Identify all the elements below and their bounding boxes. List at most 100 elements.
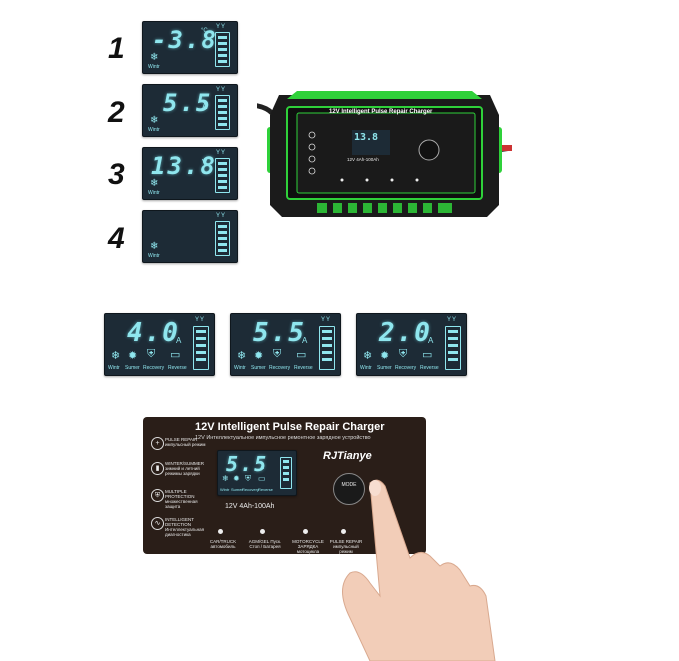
lcd-unit: A (176, 336, 182, 345)
snowflake-icon: ❄ (150, 115, 159, 126)
step-display-3: 13.8 V ❄ Wintr YY (142, 147, 238, 200)
mode-label-recovery: Recovery (269, 365, 291, 371)
mode-label: Wintr (148, 253, 160, 259)
mode-label-reverse: Reverse (168, 365, 187, 371)
feature-pulse-repair: PULSE REPAIR импульсный режим (165, 437, 206, 447)
panel-title: 12V Intelligent Pulse Repair Charger (195, 421, 385, 433)
snowflake-icon: ❄ (363, 350, 373, 362)
lcd-value: -3.8 (152, 26, 218, 54)
battery-indicator-label: YY (216, 150, 227, 156)
brand-logo: RJTianye (323, 450, 372, 462)
pulse-icon: + (151, 437, 164, 450)
lcd-unit: V (202, 158, 208, 167)
lcd-value: 2.0 (379, 318, 432, 348)
battery-indicator-label: YY (216, 213, 227, 219)
shield-icon: ⛨ (245, 474, 251, 483)
mode-label-recovery: Recovery (395, 365, 417, 371)
reverse-icon: ▭ (170, 349, 181, 361)
lcd-value: 5.5 (163, 89, 213, 117)
battery-icon (319, 326, 335, 370)
sun-icon: ✹ (128, 350, 138, 362)
battery-icon (215, 221, 230, 256)
mode-label-summer: Sumer (377, 365, 392, 371)
sun-icon: ✹ (254, 350, 264, 362)
shield-icon: ⛨ (147, 348, 156, 360)
mode-label-reverse: Reverse (258, 487, 273, 492)
battery-icon (445, 326, 461, 370)
panel-lcd: 5.5 A ❄ ✹ ⛨ ▭ Wintr Sumer Recovery Rever… (217, 450, 297, 496)
mode-label-summer: Sumer (231, 487, 243, 492)
snowflake-icon: ❄ (150, 178, 159, 189)
step-number-2: 2 (108, 96, 125, 129)
shield-icon: ⛨ (399, 348, 408, 360)
label-car-truck: CAR/TRUCK автомобиль (209, 539, 237, 549)
battery-indicator-label: YY (216, 24, 227, 30)
indicator-led-motorcycle (303, 529, 308, 534)
mode-label-winter: Wintr (360, 365, 372, 371)
sun-icon: ✹ (380, 350, 390, 362)
mode-label-winter: Wintr (220, 487, 230, 492)
mode-label-winter: Wintr (108, 365, 120, 371)
indicator-led-car (218, 529, 223, 534)
step-number-1: 1 (108, 32, 125, 65)
feature-multiple-protection: MULTIPLE PROTECTION множественная защита (165, 489, 198, 509)
step-display-2: 5.5 A ❄ Wintr YY (142, 84, 238, 137)
lcd-value: 13.8 (151, 152, 217, 180)
feature-winter-summer: WINTER/SUMMER зимний и летний режимы зар… (165, 461, 204, 476)
battery-icon (215, 32, 230, 67)
mode-display-3: 2.0 A ❄ ✹ ⛨ ▭ Wintr Sumer Recovery Rever… (356, 313, 467, 376)
panel-spec: 12V 4Ah-100Ah (225, 503, 275, 510)
reverse-icon: ▭ (296, 349, 307, 361)
lcd-value: 5.5 (226, 452, 269, 476)
mode-label-winter: Wintr (234, 365, 246, 371)
shield-icon: ⛨ (273, 348, 282, 360)
lcd-value: 4.0 (127, 318, 180, 348)
charger-lcd-value: 13.8 (354, 132, 379, 143)
mode-label: Wintr (148, 190, 160, 196)
mode-button-label: MODE (341, 482, 357, 488)
hand-illustration (342, 479, 496, 661)
lcd-unit: A (260, 465, 265, 471)
mode-label-reverse: Reverse (420, 365, 439, 371)
battery-icon (215, 158, 230, 193)
sun-icon: ✹ (233, 474, 240, 483)
reverse-icon: ▭ (422, 349, 433, 361)
battery-icon (193, 326, 209, 370)
reverse-icon: ▭ (258, 474, 266, 483)
mode-label-reverse: Reverse (294, 365, 313, 371)
battery-icon (280, 457, 292, 489)
snowflake-icon: ❄ (222, 474, 229, 483)
battery-indicator-label: YY (195, 317, 206, 323)
mode-button[interactable]: MODE (333, 473, 365, 505)
lcd-unit: °C (201, 28, 208, 34)
snowflake-icon: ❄ (150, 52, 159, 63)
mode-label-recovery: Recovery (143, 365, 165, 371)
battery-indicator-label: YY (447, 317, 458, 323)
charger-title: 12V Intelligent Pulse Repair Charger (329, 109, 433, 115)
mode-label-recovery: Recovery (242, 487, 259, 492)
step-display-1: -3.8 °C ❄ Wintr YY (142, 21, 238, 74)
battery-indicator-label: YY (321, 317, 332, 323)
lcd-value: 5.5 (253, 318, 306, 348)
charger-device: 12V Intelligent Pulse Repair Charger 13.… (236, 85, 520, 220)
panel-subtitle: 12V Интеллектуальное импульсное ремонтно… (195, 435, 371, 441)
label-pulse-repair: PULSE REPAIR импульсный режим (329, 539, 363, 554)
battery-indicator-label: YY (216, 87, 227, 93)
charger-spec: 12V 4Ah-100Ah (347, 157, 379, 162)
thermometer-icon: ▮ (151, 462, 164, 475)
mode-label: Wintr (148, 64, 160, 70)
step-display-4: ❄ Wintr YY (142, 210, 238, 263)
label-agm-gel: AGM/GEL Пуск. Стоп / Батарея (248, 539, 282, 549)
battery-icon (215, 95, 230, 130)
lcd-unit: A (302, 336, 308, 345)
indicator-led-agm (260, 529, 265, 534)
snowflake-icon: ❄ (237, 350, 247, 362)
mode-label-summer: Sumer (251, 365, 266, 371)
label-motorcycle: MOTORCYCLE ЗАРЯДКА мотоцикла (292, 539, 324, 554)
feature-intelligent-detection: INTELLIGENT DETECTION Интеллектуальная д… (165, 517, 205, 537)
shield-icon: ⛨ (151, 489, 164, 502)
snowflake-icon: ❄ (111, 350, 121, 362)
step-number-3: 3 (108, 158, 125, 191)
mode-label: Wintr (148, 127, 160, 133)
heartbeat-icon: ∿ (151, 517, 164, 530)
